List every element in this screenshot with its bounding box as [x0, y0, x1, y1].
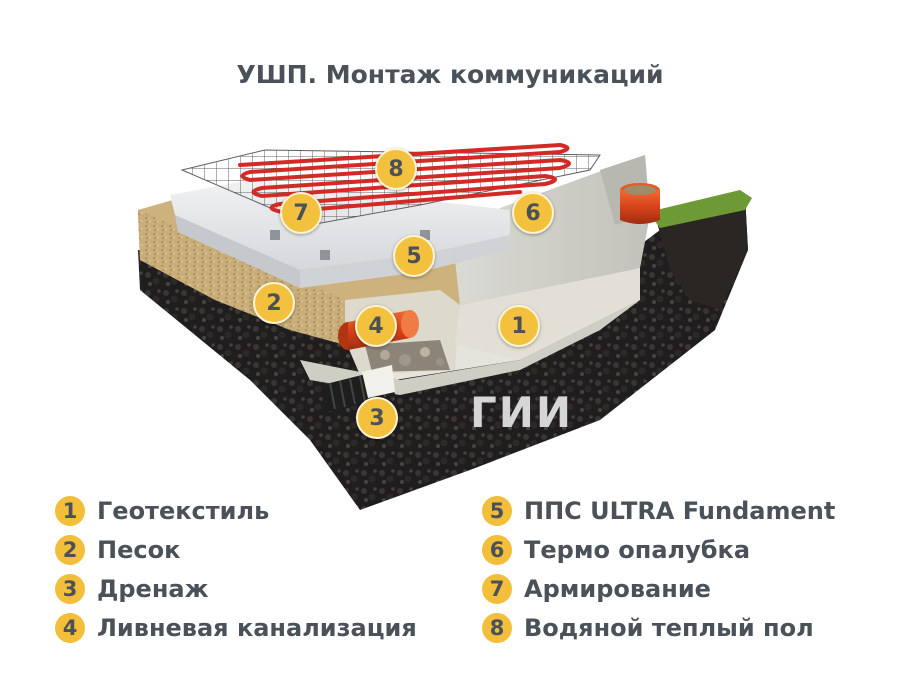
- legend-item-drainage: 3 Дренаж: [55, 569, 209, 609]
- legend-item-eps: 5 ППС ULTRA Fundament: [482, 491, 835, 531]
- formwork-marker: 6: [512, 192, 554, 234]
- sand-marker: 2: [253, 282, 295, 324]
- legend-badge: 2: [55, 535, 85, 565]
- legend-item-geotextile: 1 Геотекстиль: [55, 491, 269, 531]
- legend-label: Геотекстиль: [97, 497, 270, 525]
- legend-label: Термо опалубка: [524, 536, 751, 564]
- legend-badge: 7: [482, 574, 512, 604]
- legend-label: ППС ULTRA Fundament: [524, 497, 836, 525]
- reinforcement-marker: 7: [280, 192, 322, 234]
- legend-badge: 3: [55, 574, 85, 604]
- eps-marker: 5: [393, 235, 435, 277]
- floor-heating-marker: 8: [375, 148, 417, 190]
- legend-label: Водяной теплый пол: [524, 614, 814, 642]
- legend-item-formwork: 6 Термо опалубка: [482, 530, 750, 570]
- legend-badge: 5: [482, 496, 512, 526]
- page-title: УШП. Монтаж коммуникаций: [236, 60, 664, 89]
- storm-sewer-marker: 4: [355, 305, 397, 347]
- riser-pipe: [620, 190, 660, 224]
- legend-item-reinforcement: 7 Армирование: [482, 569, 711, 609]
- grass-strip: [648, 190, 752, 228]
- legend-badge: 8: [482, 613, 512, 643]
- legend-label: Песок: [97, 536, 181, 564]
- legend-item-sand: 2 Песок: [55, 530, 180, 570]
- legend-badge: 1: [55, 496, 85, 526]
- legend-label: Дренаж: [97, 575, 209, 603]
- legend-badge: 6: [482, 535, 512, 565]
- legend-label: Армирование: [524, 575, 711, 603]
- legend-badge: 4: [55, 613, 85, 643]
- watermark-text: ГИИ: [470, 388, 574, 437]
- legend-item-floor-heating: 8 Водяной теплый пол: [482, 608, 814, 648]
- drainage-marker: 3: [356, 397, 398, 439]
- legend-item-storm-sewer: 4 Ливневая канализация: [55, 608, 417, 648]
- geotextile-marker: 1: [498, 305, 540, 347]
- legend-label: Ливневая канализация: [97, 614, 417, 642]
